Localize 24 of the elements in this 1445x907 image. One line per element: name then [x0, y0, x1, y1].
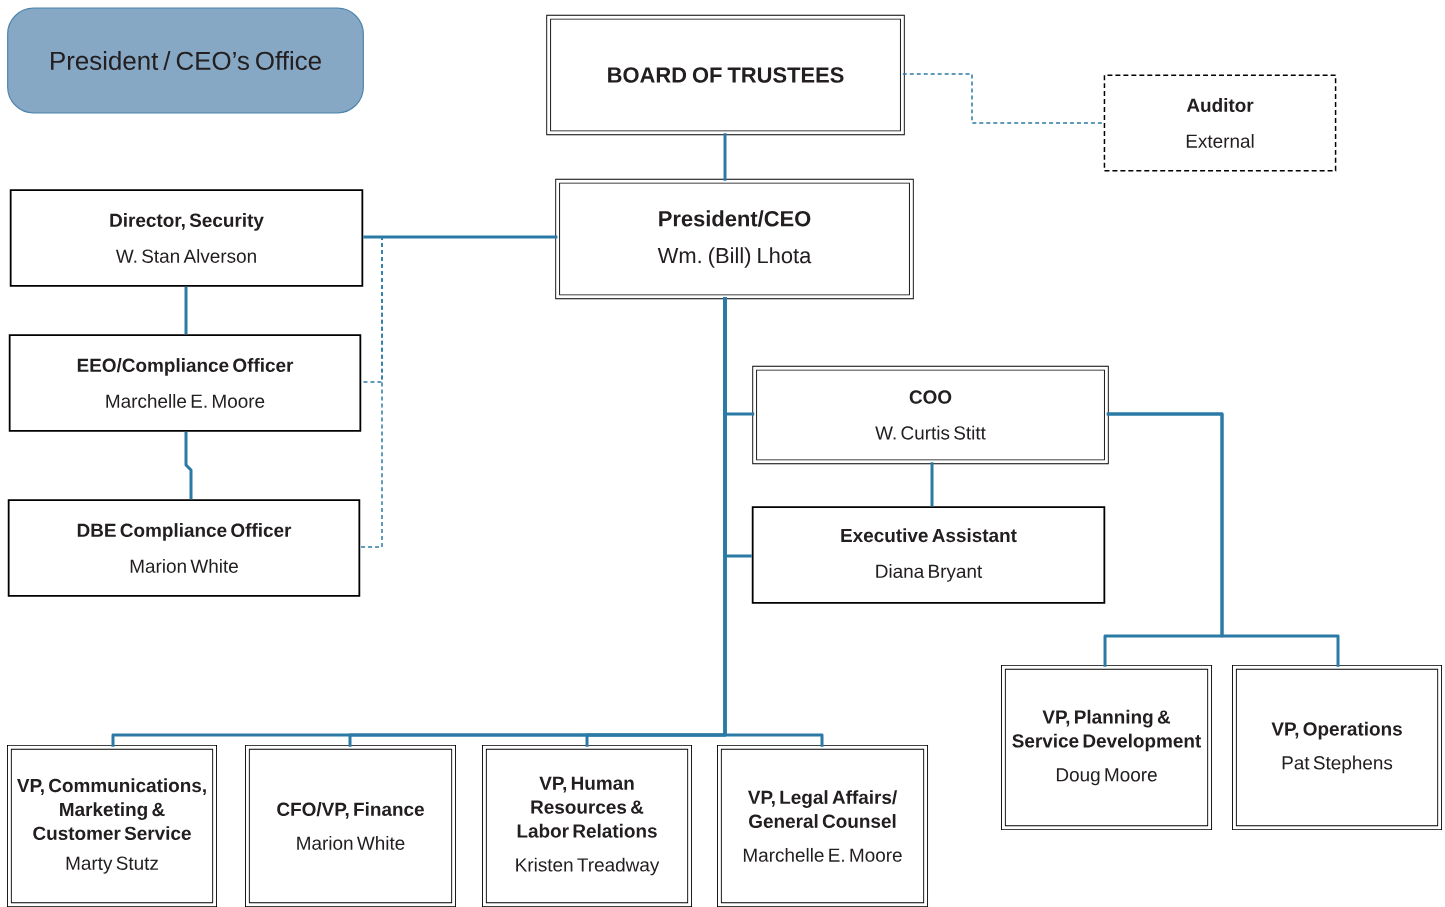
connector-line — [723, 297, 824, 747]
position-box: EEO/Compliance Officer Marchelle E. Moore — [8, 334, 362, 432]
connector-line — [723, 133, 727, 181]
connector-line — [902, 73, 1105, 124]
connector-line — [1106, 412, 1340, 667]
connector-line — [363, 235, 558, 239]
office-box: President / CEO’s Office — [7, 7, 364, 114]
connector-line — [184, 431, 193, 500]
position-box: COO W. Curtis Stitt — [752, 365, 1109, 465]
position-box: DBE Compliance Officer Marion White — [7, 499, 361, 597]
position-box: VP, Communications, Marketing & Customer Service Marty Stutz — [7, 744, 217, 907]
position-box: Executive Assistant Diana Bryant — [751, 506, 1106, 604]
position-box: BOARD OF TRUSTEES — [546, 14, 905, 136]
position-box: VP, Human Resources & Labor Relations Kristen Treadway — [482, 744, 692, 907]
position-box: President/CEO Wm. (Bill) Lhota — [555, 178, 914, 300]
connector-line — [359, 236, 558, 548]
connector-line — [930, 462, 934, 507]
connector-line — [184, 286, 188, 335]
position-box: VP, Operations Pat Stephens — [1232, 664, 1443, 831]
position-box: VP, Legal Affairs/ General Counsel Marchelle E. Moore — [717, 744, 928, 907]
position-box: Auditor External — [1103, 74, 1337, 172]
position-box: VP, Planning & Service Development Doug Moore — [1001, 664, 1213, 831]
position-box: Director, Security W. Stan Alverson — [9, 189, 364, 287]
position-box: CFO/VP, Finance Marion White — [245, 744, 456, 907]
